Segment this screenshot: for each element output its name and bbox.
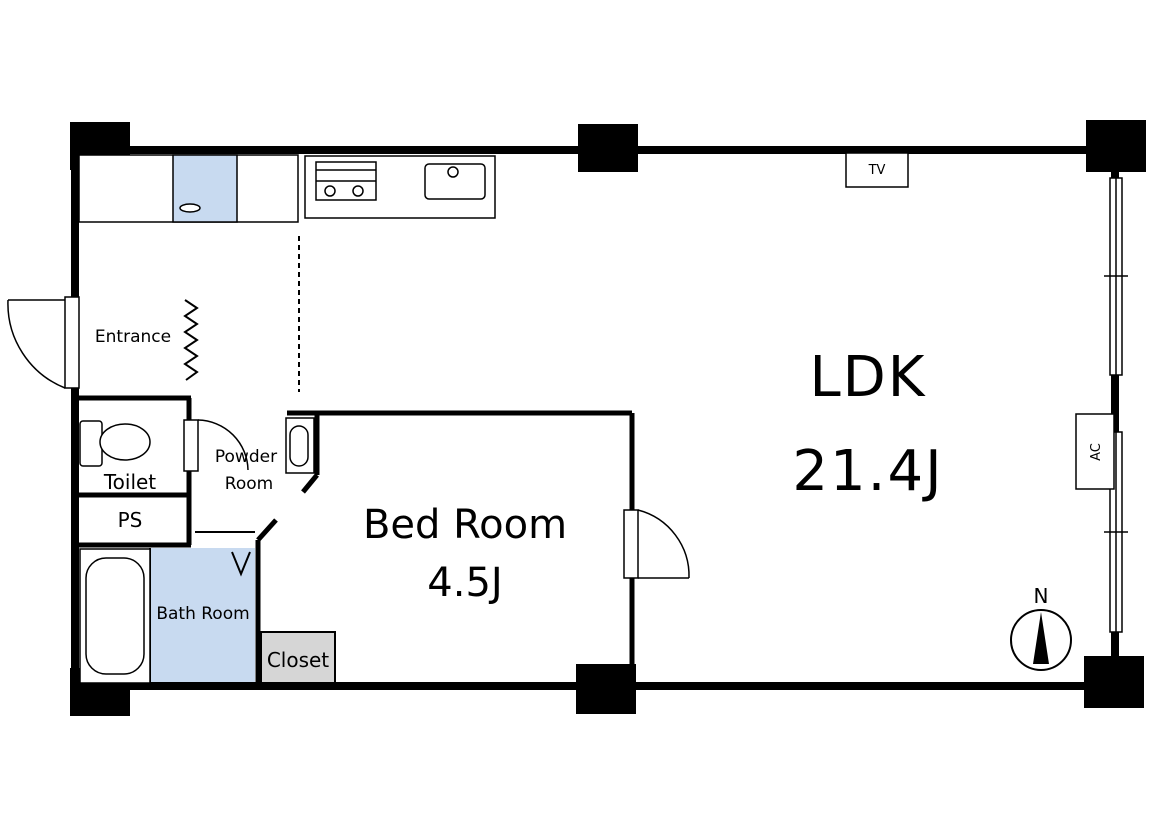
toilet-fixture [79, 420, 151, 467]
interior-walls [76, 395, 635, 686]
powder-sink [285, 417, 315, 474]
bathroom-fill [150, 548, 255, 684]
powder-room-label-2: Room [225, 474, 273, 494]
tv-unit [845, 152, 909, 188]
tv-label: TV [868, 163, 886, 178]
ldk-name: LDK [809, 345, 926, 410]
compass-icon: N [1010, 584, 1072, 671]
entrance-door [7, 296, 80, 389]
powder-room-door [183, 419, 249, 472]
shoe-storage [78, 154, 299, 223]
compass-north-label: N [1034, 584, 1049, 608]
right-windows [1104, 177, 1128, 633]
bedroom-door [623, 509, 690, 579]
ac-label: AC [1089, 443, 1104, 461]
entrance-step-zigzag [183, 299, 199, 381]
bedroom-size: 4.5J [427, 560, 502, 606]
bathroom-label: Bath Room [156, 604, 249, 624]
closet-label: Closet [267, 648, 329, 672]
kitchen-counter [304, 155, 496, 219]
closet-fill [260, 631, 336, 685]
bedroom-name: Bed Room [363, 502, 567, 548]
ps-label: PS [118, 508, 143, 532]
powder-room-label-1: Powder [215, 447, 277, 467]
toilet-label: Toilet [103, 470, 156, 494]
entrance-label: Entrance [95, 327, 171, 347]
bathtub [79, 548, 151, 684]
ac-unit [1075, 413, 1115, 490]
ldk-size: 21.4J [792, 439, 943, 504]
